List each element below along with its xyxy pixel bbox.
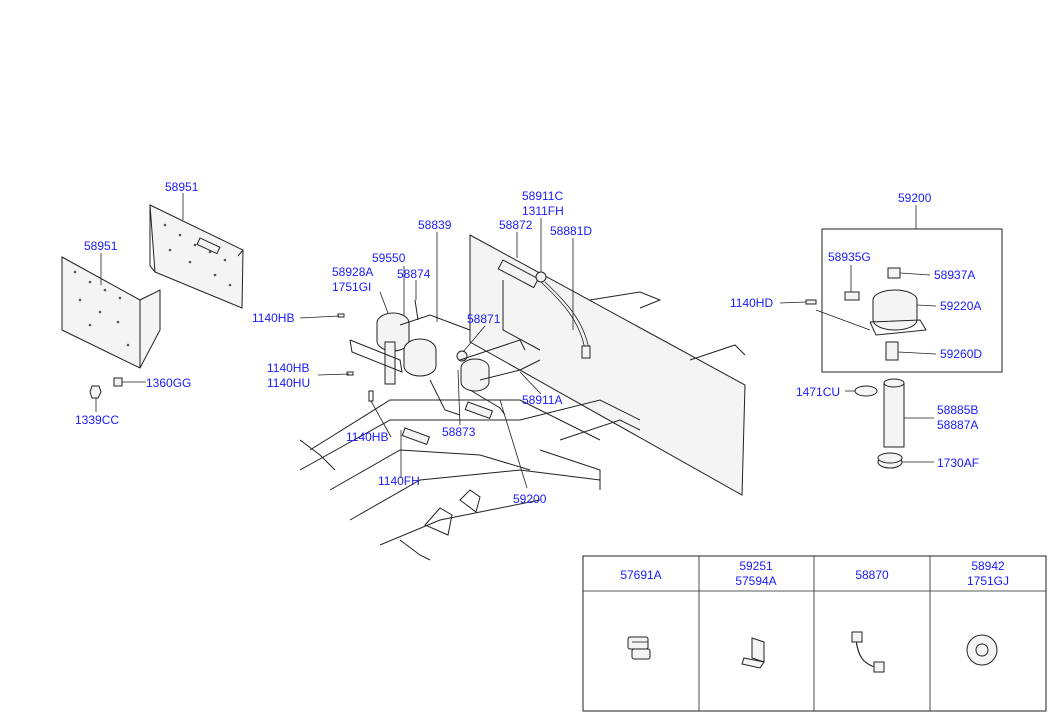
label-58935g: 58935G xyxy=(828,250,871,264)
label-59200-bottom: 59200 xyxy=(513,492,547,506)
table-header-1: 57691A xyxy=(620,568,661,582)
tank-59220a xyxy=(869,289,927,336)
label-58951-front: 58951 xyxy=(84,239,118,253)
label-58881d: 58881D xyxy=(550,224,592,238)
table-part-bracket xyxy=(741,637,765,669)
label-1311fh: 1311FH xyxy=(522,204,564,218)
label-1751gi: 1751GI xyxy=(332,280,371,294)
parts-table: 57691A 59251 57594A 58870 58942 1751GJ xyxy=(582,555,1047,712)
label-58911a: 58911A xyxy=(522,393,562,407)
nut-1339cc xyxy=(89,385,102,399)
label-58839: 58839 xyxy=(418,218,452,232)
shield-front xyxy=(61,256,161,369)
label-1140fh: 1140FH xyxy=(378,474,420,488)
label-58873: 58873 xyxy=(442,425,476,439)
label-58951-rear: 58951 xyxy=(165,180,199,194)
label-1339cc: 1339CC xyxy=(75,413,119,427)
table-part-fitting xyxy=(627,636,651,660)
chassis-frame xyxy=(299,234,746,561)
label-58928a: 58928A xyxy=(332,265,373,279)
fitting-58937a xyxy=(887,267,901,279)
label-58911c: 58911C xyxy=(522,189,563,203)
label-59260d: 59260D xyxy=(940,347,982,361)
table-part-grommet xyxy=(966,634,998,666)
table-part-hose xyxy=(851,631,885,673)
label-1140hb-1: 1140HB xyxy=(252,311,294,325)
label-1140hb-2: 1140HB xyxy=(267,361,309,375)
label-59200-top: 59200 xyxy=(898,191,932,205)
table-header-2a: 59251 xyxy=(739,559,773,573)
clamp-1471cu xyxy=(854,385,878,397)
table-header-4a: 58942 xyxy=(971,559,1005,573)
reservoir-assembly xyxy=(337,271,591,446)
fitting-58935g xyxy=(844,291,860,301)
label-58887a: 58887A xyxy=(937,418,978,432)
table-header-2b: 57594A xyxy=(735,574,776,588)
shield-rear xyxy=(149,204,244,309)
label-1140hu: 1140HU xyxy=(267,376,310,390)
label-58937a: 58937A xyxy=(934,268,975,282)
label-1360gg: 1360GG xyxy=(146,376,191,390)
label-59220a: 59220A xyxy=(940,299,981,313)
label-1730af: 1730AF xyxy=(937,456,979,470)
part-labels: 58951 58951 1360GG 1339CC 1140HB 1140HB … xyxy=(75,180,982,506)
label-1140hd: 1140HD xyxy=(730,296,773,310)
table-header-4b: 1751GJ xyxy=(967,574,1009,588)
label-1471cu: 1471CU xyxy=(796,385,840,399)
leader-lines xyxy=(95,193,937,489)
hose-58885b xyxy=(883,378,905,448)
label-59550: 59550 xyxy=(372,251,406,265)
bolt-1140hd xyxy=(805,299,817,305)
cap-59260d xyxy=(885,341,899,361)
label-1140hb-3: 1140HB xyxy=(346,430,388,444)
cap-1730af xyxy=(877,452,903,469)
label-58885b: 58885B xyxy=(937,403,978,417)
table-header-3: 58870 xyxy=(855,568,889,582)
kit-frame-59200 xyxy=(821,228,1003,373)
label-58874: 58874 xyxy=(397,267,431,281)
bolt-1360gg xyxy=(113,377,123,387)
label-58872: 58872 xyxy=(499,218,533,232)
label-58871: 58871 xyxy=(467,312,501,326)
